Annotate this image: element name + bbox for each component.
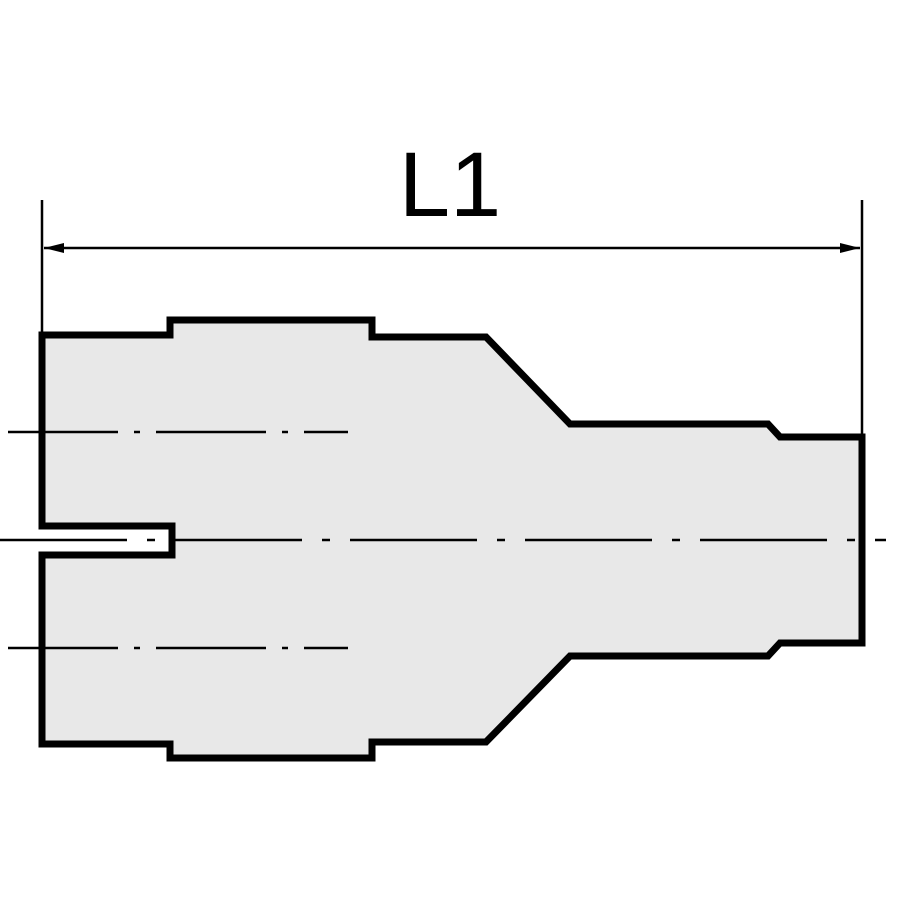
dimension-label-l1: L1	[399, 134, 501, 236]
